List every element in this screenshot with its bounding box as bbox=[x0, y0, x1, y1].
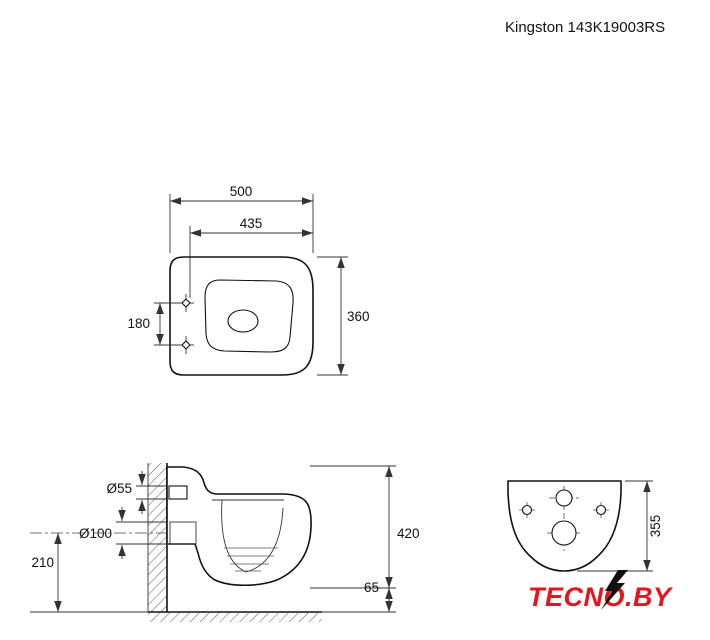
dim-label-65: 65 bbox=[364, 580, 379, 595]
dim-rear-height-355: 355 bbox=[577, 480, 663, 572]
dim-label-360: 360 bbox=[347, 309, 370, 324]
rear-inlet-hole bbox=[555, 489, 573, 507]
dim-floor-gap-65: 65 bbox=[364, 580, 393, 612]
dim-label-210: 210 bbox=[31, 555, 54, 570]
dim-outlet-height-210: 210 bbox=[30, 532, 168, 612]
rear-outlet-hole bbox=[551, 520, 577, 546]
model-title: Kingston 143K19003RS bbox=[505, 19, 666, 36]
rear-view: 355 bbox=[507, 480, 663, 572]
logo-text-tecn: TECN bbox=[528, 582, 604, 612]
top-view: 500 435 360 180 bbox=[127, 184, 370, 376]
inlet-pipe bbox=[168, 485, 188, 500]
dim-label-100: Ø100 bbox=[79, 526, 112, 541]
side-view: Ø55 Ø100 210 420 bbox=[30, 463, 420, 622]
wall-hatch bbox=[148, 463, 167, 612]
rear-fixing-hole-left bbox=[519, 502, 535, 518]
dim-depth-360: 360 bbox=[317, 256, 370, 376]
dim-label-435: 435 bbox=[240, 216, 263, 231]
tecno-by-logo: TECNO.BY bbox=[528, 570, 672, 613]
dim-label-55: Ø55 bbox=[106, 481, 132, 496]
dim-inner-width-435: 435 bbox=[189, 216, 313, 298]
outlet-pipe bbox=[169, 521, 197, 545]
dim-height-420: 420 bbox=[310, 465, 420, 589]
dim-label-500: 500 bbox=[230, 184, 253, 199]
mounting-hole-bottom bbox=[178, 336, 194, 354]
dim-label-355: 355 bbox=[648, 515, 663, 538]
dim-inlet-55: Ø55 bbox=[106, 471, 168, 514]
toilet-side-outline bbox=[166, 466, 312, 586]
dim-label-180: 180 bbox=[127, 316, 150, 331]
lightning-bolt-icon bbox=[600, 570, 628, 610]
logo-text-by: .BY bbox=[625, 582, 672, 612]
dim-hole-spacing-180: 180 bbox=[127, 302, 180, 346]
logo-letter-o: O bbox=[600, 570, 628, 613]
mounting-hole-top bbox=[178, 294, 194, 312]
dim-label-420: 420 bbox=[397, 526, 420, 541]
rear-fixing-hole-right bbox=[593, 502, 609, 518]
dim-outlet-100: Ø100 bbox=[79, 507, 168, 559]
drain-opening bbox=[227, 309, 259, 333]
water-level-hatch bbox=[224, 547, 278, 572]
dim-width-500: 500 bbox=[169, 184, 314, 253]
bowl-interior-line bbox=[221, 499, 284, 573]
floor-hatch bbox=[148, 613, 322, 622]
